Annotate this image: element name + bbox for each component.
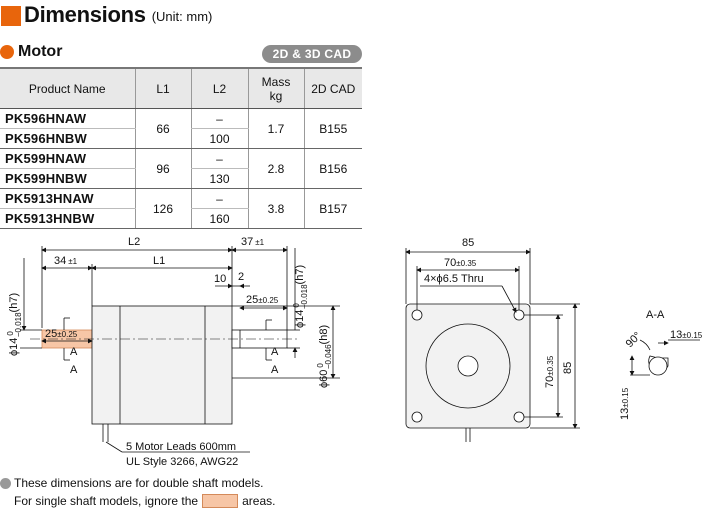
dim-l1: L1: [153, 255, 165, 267]
col-header-product: Product Name: [0, 67, 135, 109]
dim-2: 2: [238, 271, 244, 283]
l1-cell: 96: [134, 148, 191, 189]
product-name: PK599HNBW: [0, 168, 135, 189]
col-header-l1: L1: [134, 67, 191, 109]
l2-cell: 130: [190, 168, 248, 189]
dim-section-13-h: 13±0.15: [670, 329, 703, 341]
l2-cell: 100: [190, 128, 248, 149]
table-row: PK5913HNAW 126 – 3.8 B157: [0, 188, 362, 229]
section-title: A-A: [646, 309, 665, 321]
svg-text:85: 85: [562, 362, 574, 374]
table-row: PK596HNBW 100: [0, 128, 362, 149]
mass-cell: 2.8: [247, 148, 304, 189]
col-header-l2: L2: [190, 67, 248, 109]
product-name: PK596HNBW: [0, 128, 135, 149]
product-name: PK5913HNAW: [0, 188, 135, 209]
cad-link[interactable]: B157: [303, 188, 362, 229]
svg-text:70±0.35: 70±0.35: [544, 355, 556, 388]
section-marker-a: A: [271, 364, 279, 376]
bullet-icon: [0, 45, 14, 59]
notes: These dimensions are for double shaft mo…: [0, 474, 275, 510]
dim-front-70: 70±0.35: [444, 257, 477, 269]
section-marker-a: A: [271, 346, 279, 358]
svg-text:ϕ140−0.018(h7): ϕ140−0.018(h7): [292, 265, 309, 328]
note-line-2-post: areas.: [242, 494, 276, 508]
product-name: PK5913HNBW: [0, 208, 135, 229]
product-name: PK596HNAW: [0, 108, 135, 129]
note-line-2-pre: For single shaft models, ignore the: [14, 494, 199, 508]
l1-cell: 126: [134, 188, 191, 229]
highlight-swatch: [202, 494, 239, 508]
page-title: Dimensions: [24, 2, 146, 27]
holes-label: 4×ϕ6.5 Thru: [424, 273, 484, 285]
svg-text:ϕ600−0.046(h8): ϕ600−0.046(h8): [316, 325, 333, 388]
cad-link[interactable]: B155: [303, 108, 362, 149]
table-row: PK596HNAW 66 – 1.7 B155: [0, 108, 362, 149]
mass-cell: 3.8: [247, 188, 304, 229]
svg-text:90°: 90°: [624, 330, 644, 350]
l2-cell: –: [190, 188, 248, 209]
section-title: Motor: [18, 43, 63, 60]
note-line-1: These dimensions are for double shaft mo…: [14, 476, 264, 490]
mass-cell: 1.7: [247, 108, 304, 149]
dim-section-13-v: 13±0.15: [619, 387, 631, 420]
svg-text:13±0.15: 13±0.15: [619, 387, 631, 420]
cad-link[interactable]: B156: [303, 148, 362, 189]
l2-cell: –: [190, 148, 248, 169]
col-header-cad: 2D CAD: [303, 67, 362, 109]
page-header: Dimensions (Unit: mm): [0, 0, 212, 26]
dim-front-85: 85: [462, 237, 474, 249]
dim-25-front: 25±0.25: [246, 294, 279, 306]
dim-34: 34±1: [54, 255, 78, 267]
svg-text:ϕ140−0.018(h7): ϕ140−0.018(h7): [6, 293, 23, 356]
dim-shaft-dia-front: ϕ140−0.018(h7): [292, 265, 309, 328]
cad-badge[interactable]: 2D & 3D CAD: [262, 45, 362, 63]
section-marker-a: A: [70, 364, 78, 376]
leads-label-1: 5 Motor Leads 600mm: [126, 441, 236, 453]
l1-cell: 66: [134, 108, 191, 149]
dim-37: 37±1: [241, 236, 265, 248]
dim-side-70: 70±0.35: [544, 355, 556, 388]
table-row: PK599HNBW 130: [0, 168, 362, 189]
dim-pilot-dia: ϕ600−0.046(h8): [316, 325, 333, 388]
table-row: PK5913HNBW 160: [0, 208, 362, 229]
dim-angle-90: 90°: [624, 330, 644, 350]
header-square-icon: [1, 6, 21, 26]
dim-25-rear: 25±0.25: [45, 328, 78, 340]
motor-body-side: [91, 305, 233, 425]
l2-cell: –: [190, 108, 248, 129]
product-name: PK599HNAW: [0, 148, 135, 169]
dim-10: 10: [214, 273, 226, 285]
l2-cell: 160: [190, 208, 248, 229]
dim-l2: L2: [128, 236, 140, 248]
dim-side-85: 85: [562, 362, 574, 374]
dimension-drawing: L2 37±1 34±1 L1 10 2 25±0.25 25±0.25 A A…: [6, 236, 703, 468]
section-marker-a: A: [70, 346, 78, 358]
unit-label: (Unit: mm): [151, 9, 213, 24]
section-header: Motor: [0, 43, 62, 61]
table-row: PK599HNAW 96 – 2.8 B156: [0, 148, 362, 189]
dim-shaft-dia-rear: ϕ140−0.018(h7): [6, 293, 23, 356]
leads-label-2: UL Style 3266, AWG22: [126, 456, 238, 468]
note-bullet-icon: [0, 477, 11, 489]
